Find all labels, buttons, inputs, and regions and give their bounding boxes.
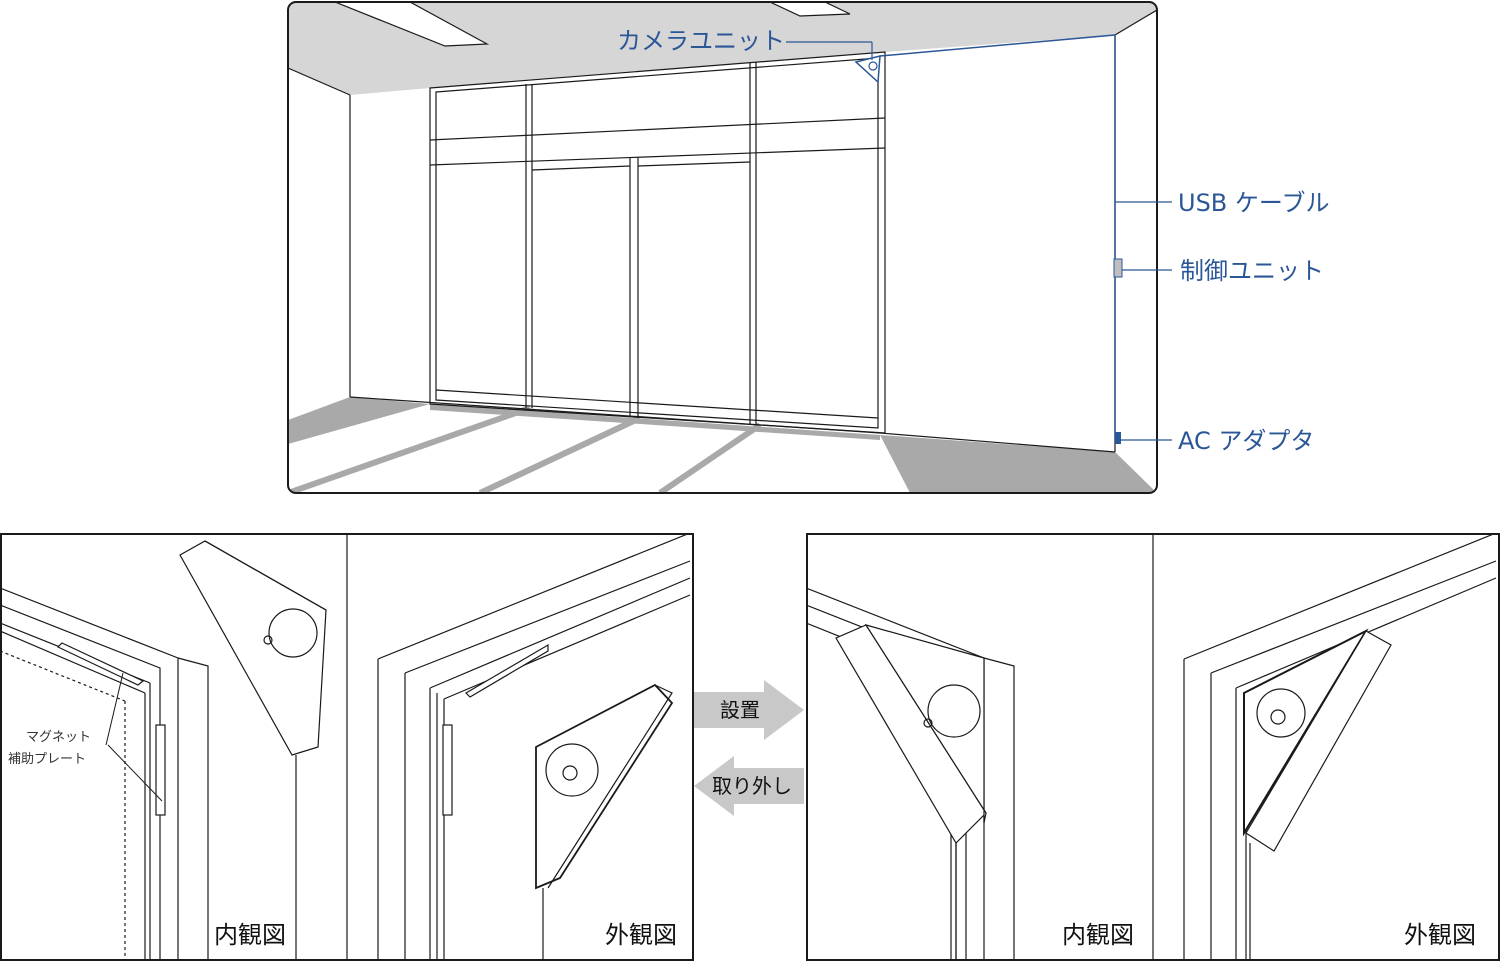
inner-view-caption-right: 内観図: [1062, 921, 1134, 949]
camera-unit-label: カメラユニット: [617, 27, 785, 55]
usb-cable-label: USB ケーブル: [1178, 189, 1329, 217]
control-unit-icon: [1113, 258, 1123, 278]
control-unit-label: 制御ユニット: [1180, 257, 1324, 285]
floor-shadow-left: [288, 397, 430, 444]
install-arrow-icon: [694, 680, 804, 740]
glass-door-frame: [429, 51, 886, 434]
transition-arrows: 設置 取り外し: [694, 680, 804, 816]
camera-unit-mounted-outer: [1243, 628, 1392, 960]
camera-unit-mounted-inner: [835, 623, 987, 960]
ac-adapter-label: AC アダプタ: [1178, 427, 1314, 455]
magnet-plate-top: [56, 642, 145, 686]
camera-unit-device: [179, 540, 327, 960]
after-install-panel: 内観図 外観図: [806, 533, 1500, 961]
remove-arrow-label: 取り外し: [712, 774, 792, 798]
ceiling-light-right: [769, 2, 851, 17]
camera-unit-device-outer: [535, 683, 674, 960]
outer-view-caption-left: 外観図: [605, 921, 677, 949]
ac-adapter-icon: [1115, 432, 1121, 444]
floor-shadow-right: [880, 435, 1157, 493]
room-scene-illustration: カメラユニット USB ケーブル 制御ユニット AC アダプタ: [287, 1, 1329, 494]
install-arrow-label: 設置: [720, 698, 760, 722]
before-install-panel: マグネット 補助プレート 内観図 外観図: [0, 533, 694, 961]
ceiling-light-left: [334, 2, 490, 47]
magnet-plate-label-line2: 補助プレート: [8, 752, 86, 767]
usb-cable-line: [879, 34, 1116, 260]
ceiling: [288, 2, 1157, 95]
magnet-plate-outer: [465, 643, 549, 698]
magnet-plate-label-line1: マグネット: [26, 730, 91, 745]
remove-arrow-icon: [694, 756, 804, 816]
outer-view-caption-right: 外観図: [1404, 921, 1476, 949]
inner-view-caption-left: 内観図: [214, 921, 286, 949]
